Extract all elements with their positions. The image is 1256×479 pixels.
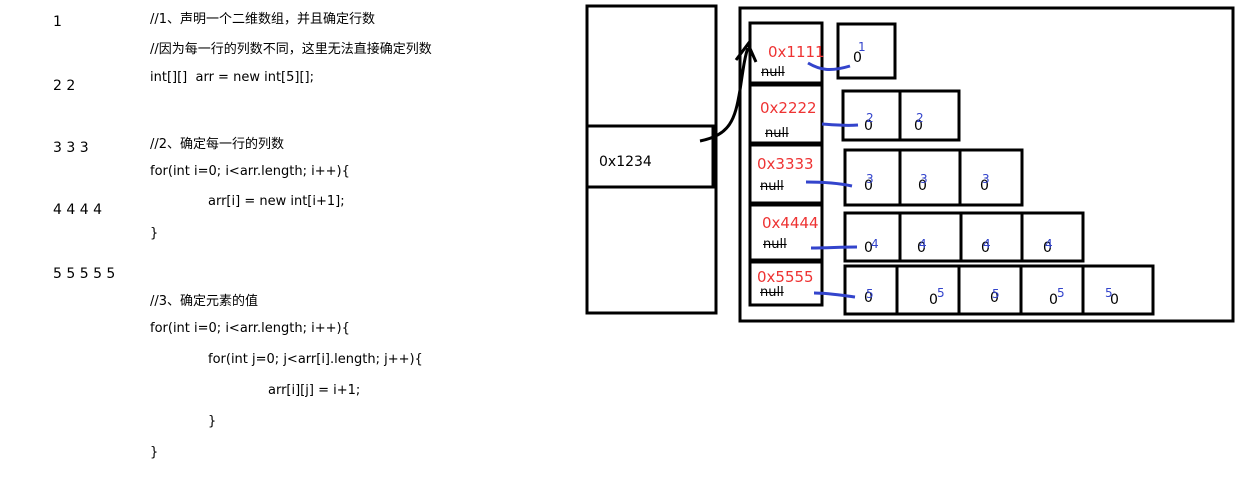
- blue-pointer: [805, 180, 853, 188]
- inner-array-cell: [836, 22, 897, 80]
- inner-array-cell: [898, 89, 961, 142]
- cell-value: 4: [1045, 237, 1053, 251]
- crossed-null: null: [765, 126, 789, 141]
- cell-zero: 0: [1043, 240, 1052, 256]
- cell-value: 5: [1057, 286, 1065, 300]
- row-address: 0x1111: [768, 43, 825, 61]
- row-address: 0x3333: [757, 155, 814, 173]
- blue-pointer: [821, 122, 859, 127]
- cell-zero: 0: [864, 118, 873, 134]
- cell-zero: 0: [981, 240, 990, 256]
- cell-zero: 0: [1049, 292, 1058, 308]
- inner-array-cell: [959, 211, 1024, 263]
- outer-array-cell: [748, 21, 824, 85]
- code-line: arr[i][j] = i+1;: [268, 383, 361, 398]
- inner-array-cell: [898, 211, 963, 263]
- inner-array-cell: [1020, 211, 1085, 263]
- cell-value: 5: [992, 287, 1000, 301]
- cell-zero: 0: [864, 290, 873, 306]
- cell-value: 5: [1105, 286, 1113, 300]
- crossed-null: null: [761, 65, 785, 80]
- cell-value: 2: [866, 111, 874, 125]
- cell-zero: 0: [853, 50, 862, 66]
- cell-zero: 0: [914, 118, 923, 134]
- pattern-row-5: 5 5 5 5 5: [53, 266, 116, 282]
- blue-pointer: [810, 245, 858, 250]
- blue-pointer: [813, 291, 856, 299]
- blue-pointer: [807, 61, 851, 72]
- code-line: for(int j=0; j<arr[i].length; j++){: [208, 352, 423, 367]
- cell-value: 3: [866, 172, 874, 186]
- stack-cell-arr: [585, 124, 715, 189]
- cell-value: 1: [858, 40, 866, 54]
- cell-value: 4: [871, 237, 879, 251]
- outer-array-cell: [748, 143, 824, 205]
- cell-value: 4: [983, 237, 991, 251]
- code-line: //因为每一行的列数不同，这里无法直接确定列数: [150, 42, 432, 57]
- cell-zero: 0: [929, 292, 938, 308]
- pattern-row-1: 1: [53, 14, 62, 30]
- code-line: }: [150, 445, 159, 460]
- code-line: }: [208, 414, 217, 429]
- pattern-row-3: 3 3 3: [53, 140, 89, 156]
- row-address: 0x2222: [760, 99, 817, 117]
- stack-arr-value: 0x1234: [599, 154, 652, 170]
- code-line: for(int i=0; i<arr.length; i++){: [150, 164, 350, 179]
- crossed-null: null: [760, 285, 784, 300]
- outer-array-cell: [748, 83, 824, 145]
- crossed-null: null: [763, 237, 787, 252]
- cell-zero: 0: [917, 240, 926, 256]
- inner-array-cell: [1081, 264, 1155, 316]
- code-line: int[][] arr = new int[5][];: [150, 70, 314, 85]
- code-line: arr[i] = new int[i+1];: [208, 194, 345, 209]
- cell-zero: 0: [864, 240, 873, 256]
- pattern-row-2: 2 2: [53, 78, 76, 94]
- inner-array-cell: [958, 148, 1024, 207]
- outer-array-cell: [748, 260, 824, 307]
- pattern-row-4: 4 4 4 4: [53, 202, 102, 218]
- row-address: 0x4444: [762, 214, 819, 232]
- cell-zero: 0: [864, 178, 873, 194]
- code-line: }: [150, 226, 159, 241]
- cell-zero: 0: [1110, 292, 1119, 308]
- code-line: //2、确定每一行的列数: [150, 137, 285, 152]
- code-line: //1、声明一个二维数组，并且确定行数: [150, 12, 376, 27]
- code-line: for(int i=0; i<arr.length; i++){: [150, 321, 350, 336]
- heap-box: [738, 6, 1235, 323]
- crossed-null: null: [760, 179, 784, 194]
- cell-value: 5: [866, 287, 874, 301]
- cell-value: 4: [919, 237, 927, 251]
- inner-array-cell: [895, 264, 961, 316]
- cell-value: 5: [937, 286, 945, 300]
- cell-zero: 0: [990, 290, 999, 306]
- reference-arrow: [699, 47, 750, 143]
- outer-array-cell: [748, 203, 824, 262]
- row-address: 0x5555: [757, 268, 814, 286]
- arrow-head: [734, 41, 758, 63]
- inner-array-cell: [898, 148, 962, 207]
- cell-value: 3: [920, 172, 928, 186]
- cell-zero: 0: [980, 178, 989, 194]
- code-line: //3、确定元素的值: [150, 294, 259, 309]
- cell-value: 2: [916, 111, 924, 125]
- cell-zero: 0: [918, 178, 927, 194]
- cell-value: 3: [982, 172, 990, 186]
